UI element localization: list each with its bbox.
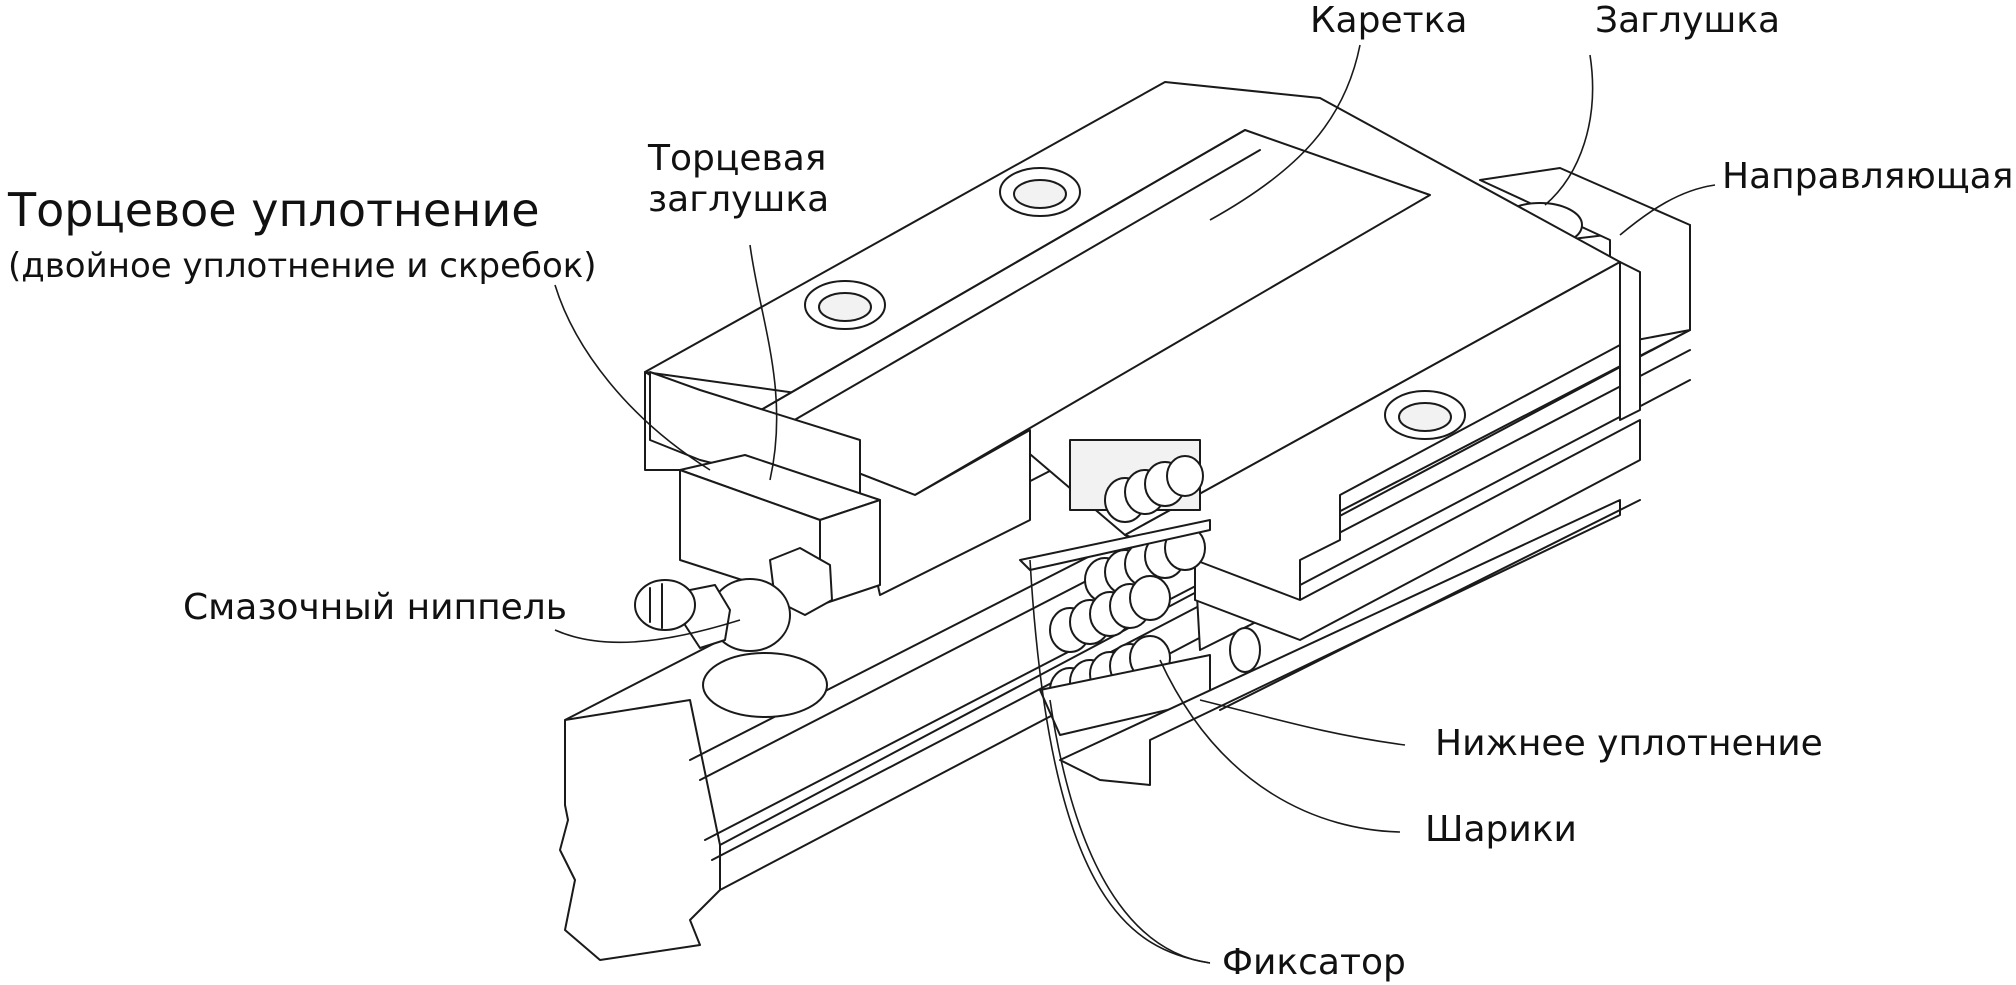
leader-fiksator-2	[1049, 699, 1211, 964]
label-fiksator: Фиксатор	[1222, 942, 1406, 983]
carriage	[644, 81, 1641, 673]
mount-hole-2-inner	[818, 292, 872, 322]
leader-lines	[554, 44, 1716, 964]
leader-napravlyayuschaya	[1619, 184, 1716, 236]
carriage-top-groove	[734, 129, 1246, 426]
carriage-top-groove-2	[759, 149, 1261, 441]
side-hole	[1229, 627, 1261, 673]
label-napravlyayuschaya: Направляющая	[1722, 156, 2014, 197]
ball-track-lower	[1049, 575, 1171, 653]
mount-hole-1-inner	[1013, 179, 1067, 209]
ball-l5	[1129, 575, 1171, 621]
leader-shariki	[1159, 659, 1401, 833]
ball-u4	[1166, 455, 1204, 497]
ball-track-upper	[1069, 439, 1204, 523]
bottom-seal-strip	[1059, 499, 1621, 786]
label-tortsevoe-uplotnenie: Торцевое уплотнение	[8, 183, 540, 237]
rail-bolt-hole	[702, 652, 828, 718]
label-tortsevoe-uplotnenie-note: (двойное уплотнение и скребок)	[8, 246, 597, 286]
label-kareta: Каретка	[1310, 0, 1468, 41]
carriage-right-side	[1619, 261, 1641, 421]
grease-nipple	[634, 547, 833, 652]
leader-tortsevaya-zaglushka	[749, 244, 778, 481]
label-shariki: Шарики	[1425, 809, 1577, 850]
carriage-side	[1194, 419, 1641, 641]
leader-zaglushka	[1544, 54, 1594, 206]
leader-kareta	[1209, 44, 1361, 221]
mount-hole-3-inner	[1398, 402, 1452, 432]
leader-tortsevoe-uplotnenie	[554, 284, 711, 471]
nipple-tip	[634, 579, 696, 631]
leader-fiksator-1	[1029, 559, 1211, 964]
rail-end-profile	[559, 699, 721, 961]
label-nizhnee-uplotnenie: Нижнее уплотнение	[1435, 723, 1823, 764]
leader-smazochny-nippel	[554, 619, 741, 644]
label-zaglushka: Заглушка	[1595, 0, 1781, 41]
leader-nizhnee-uplotnenie	[1199, 699, 1406, 746]
label-tortsevaya-zaglushka: Торцевая заглушка	[648, 138, 830, 221]
bottom-seal-edge	[1219, 499, 1641, 711]
label-smazochny-nippel: Смазочный ниппель	[183, 587, 567, 628]
retainer-upper	[1019, 519, 1211, 571]
